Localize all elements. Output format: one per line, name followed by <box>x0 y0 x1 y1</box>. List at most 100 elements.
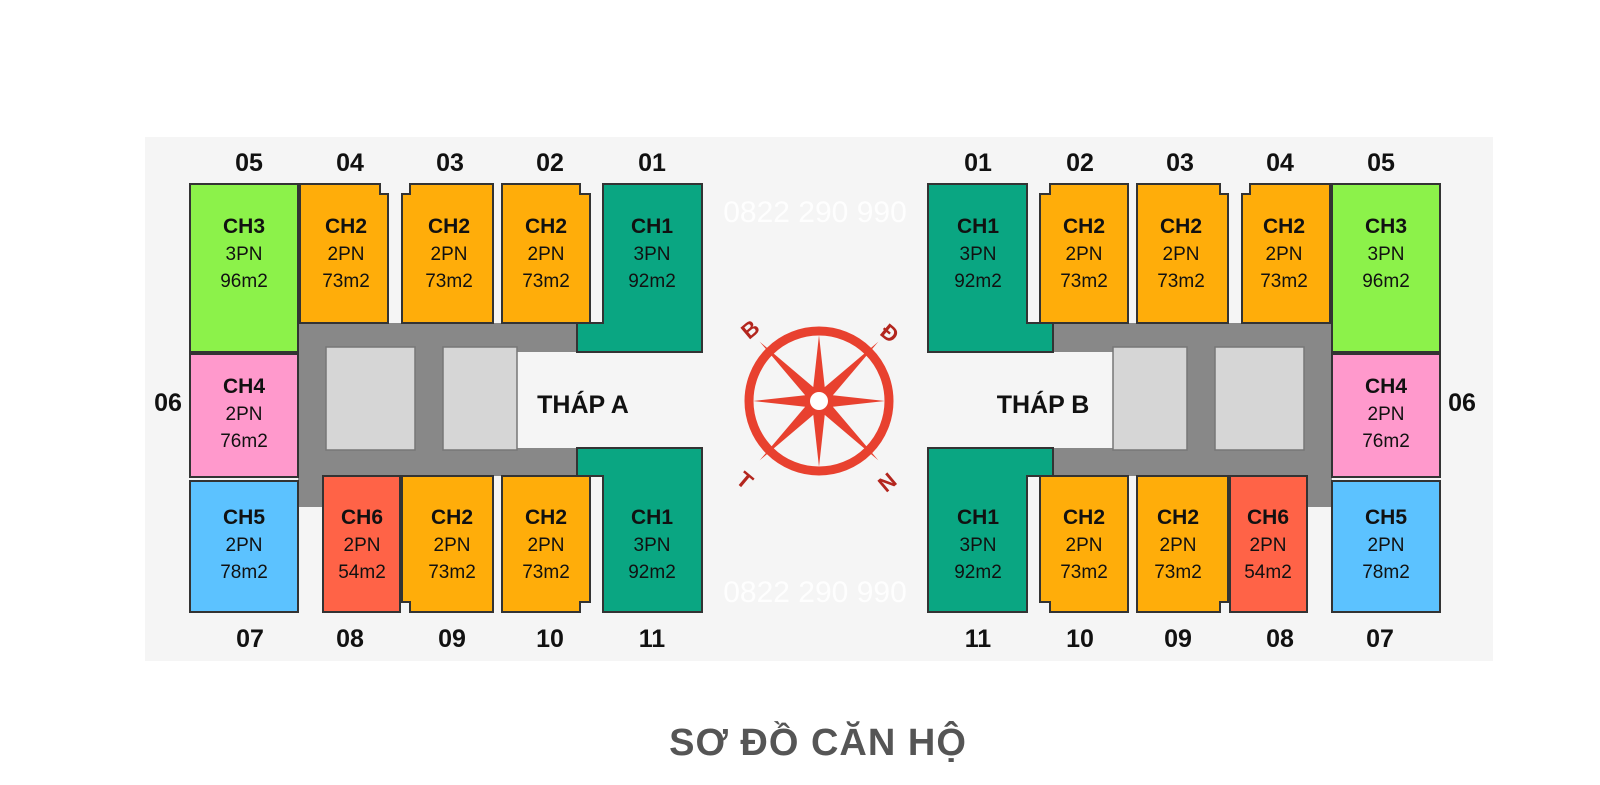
unit-shape[interactable] <box>1229 475 1308 613</box>
unit-shape[interactable] <box>927 183 1054 353</box>
unit-shape[interactable] <box>299 183 389 324</box>
unit-area: 76m2 <box>220 431 268 452</box>
unit-shape[interactable] <box>576 447 703 613</box>
unit-bedrooms: 2PN <box>1163 244 1200 265</box>
unit-bedrooms: 2PN <box>528 535 565 556</box>
unit-bedrooms: 2PN <box>344 535 381 556</box>
unit-number: 10 <box>1066 625 1094 653</box>
unit-number: 05 <box>1367 149 1395 177</box>
unit-bedrooms: 3PN <box>1368 244 1405 265</box>
unit-shape[interactable] <box>1136 475 1229 613</box>
unit-number: 04 <box>1266 149 1294 177</box>
unit-bedrooms: 2PN <box>226 535 263 556</box>
unit-code: CH1 <box>631 215 673 238</box>
unit-area: 78m2 <box>1362 562 1410 583</box>
unit-code: CH1 <box>957 215 999 238</box>
unit-bedrooms: 3PN <box>634 535 671 556</box>
unit-shape[interactable] <box>1331 480 1441 613</box>
unit-number: 11 <box>965 625 992 653</box>
unit-area: 92m2 <box>954 271 1002 292</box>
unit-bedrooms: 2PN <box>1250 535 1287 556</box>
unit-code: CH2 <box>428 215 470 238</box>
unit-bedrooms: 2PN <box>1066 535 1103 556</box>
unit-number: 01 <box>964 149 992 177</box>
unit-area: 73m2 <box>425 271 473 292</box>
elevator-core <box>1112 346 1188 451</box>
watermark: 0822 290 990 <box>723 576 907 609</box>
unit-shape[interactable] <box>1331 183 1441 353</box>
unit-code: CH1 <box>957 506 999 529</box>
unit-ch1[interactable]: CH1 3PN 92m2 <box>927 183 1054 353</box>
unit-bedrooms: 3PN <box>960 535 997 556</box>
unit-ch2[interactable]: CH2 2PN 73m2 <box>401 183 494 324</box>
unit-bedrooms: 2PN <box>528 244 565 265</box>
unit-bedrooms: 2PN <box>328 244 365 265</box>
unit-number: 07 <box>236 625 264 653</box>
unit-code: CH2 <box>1263 215 1305 238</box>
unit-shape[interactable] <box>401 475 494 613</box>
unit-number: 06 <box>1448 389 1476 417</box>
unit-number: 01 <box>638 149 666 177</box>
unit-shape[interactable] <box>927 447 1054 613</box>
unit-bedrooms: 2PN <box>1368 535 1405 556</box>
elevator-core <box>442 346 518 451</box>
page-title: SƠ ĐỒ CĂN HỘ <box>669 722 967 764</box>
unit-number: 08 <box>336 625 364 653</box>
unit-shape[interactable] <box>401 183 494 324</box>
unit-code: CH2 <box>325 215 367 238</box>
unit-bedrooms: 3PN <box>634 244 671 265</box>
unit-shape[interactable] <box>189 183 299 353</box>
unit-ch6[interactable]: CH6 2PN 54m2 <box>322 475 401 613</box>
unit-shape[interactable] <box>189 353 299 478</box>
unit-shape[interactable] <box>1039 183 1129 324</box>
unit-shape[interactable] <box>501 183 591 324</box>
unit-shape[interactable] <box>1331 353 1441 478</box>
unit-number: 02 <box>536 149 564 177</box>
unit-bedrooms: 3PN <box>960 244 997 265</box>
unit-number: 03 <box>1166 149 1194 177</box>
unit-shape[interactable] <box>189 480 299 613</box>
unit-number: 09 <box>1164 625 1192 653</box>
unit-number: 08 <box>1266 625 1294 653</box>
unit-bedrooms: 2PN <box>1368 404 1405 425</box>
unit-area: 96m2 <box>1362 271 1410 292</box>
watermark: 0822 290 990 <box>723 196 907 229</box>
unit-number: 09 <box>438 625 466 653</box>
unit-bedrooms: 2PN <box>1066 244 1103 265</box>
unit-number: 05 <box>235 149 263 177</box>
unit-shape[interactable] <box>1136 183 1229 324</box>
unit-shape[interactable] <box>322 475 401 613</box>
unit-area: 73m2 <box>522 271 570 292</box>
unit-code: CH4 <box>1365 375 1407 398</box>
unit-number: 10 <box>536 625 564 653</box>
elevator-core <box>325 346 416 451</box>
unit-bedrooms: 2PN <box>431 244 468 265</box>
unit-shape[interactable] <box>576 183 703 353</box>
unit-area: 54m2 <box>338 562 386 583</box>
unit-shape[interactable] <box>1241 183 1331 324</box>
unit-area: 96m2 <box>220 271 268 292</box>
unit-code: CH6 <box>341 506 383 529</box>
unit-code: CH4 <box>223 375 265 398</box>
unit-code: CH6 <box>1247 506 1289 529</box>
